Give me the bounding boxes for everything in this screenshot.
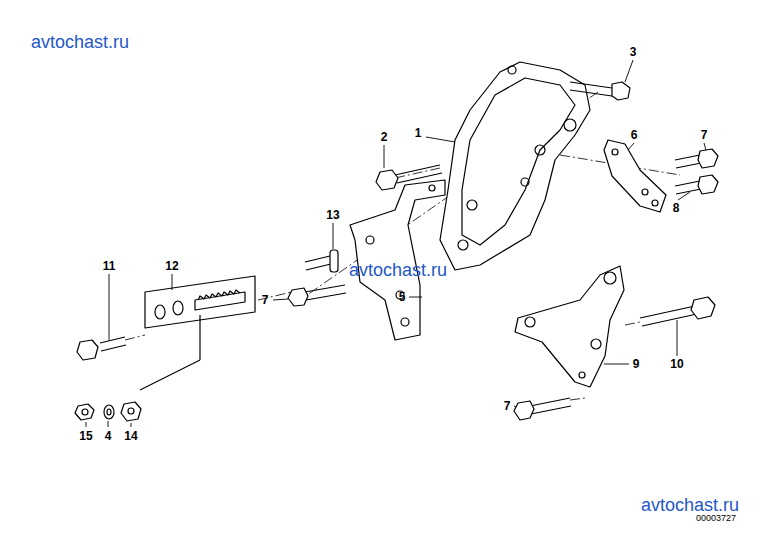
callout-number: 11 (103, 260, 116, 272)
callout-number: 3 (630, 46, 637, 58)
callout-number: 12 (165, 260, 178, 272)
callout-number: 5 (399, 291, 406, 303)
callout-number: 14 (124, 430, 137, 442)
callout-number: 2 (381, 131, 388, 143)
callout-number: 6 (631, 129, 638, 141)
watermark: avtochast.ru (31, 33, 129, 51)
callout-number: 15 (79, 430, 92, 442)
callout-number: 1 (415, 127, 422, 139)
callout-number: 7 (701, 129, 708, 141)
callout-number: 4 (105, 430, 112, 442)
watermark: avtochast.ru (349, 261, 447, 279)
callout-number: 7 (262, 294, 269, 306)
callout-number: 7 (504, 400, 511, 412)
watermark: avtochast.ru (641, 496, 739, 514)
callout-number: 8 (673, 202, 680, 214)
drawing-number: 00003727 (696, 514, 736, 523)
callout-number: 13 (326, 209, 339, 221)
callout-number: 9 (633, 358, 640, 370)
callout-number: 10 (670, 358, 683, 370)
